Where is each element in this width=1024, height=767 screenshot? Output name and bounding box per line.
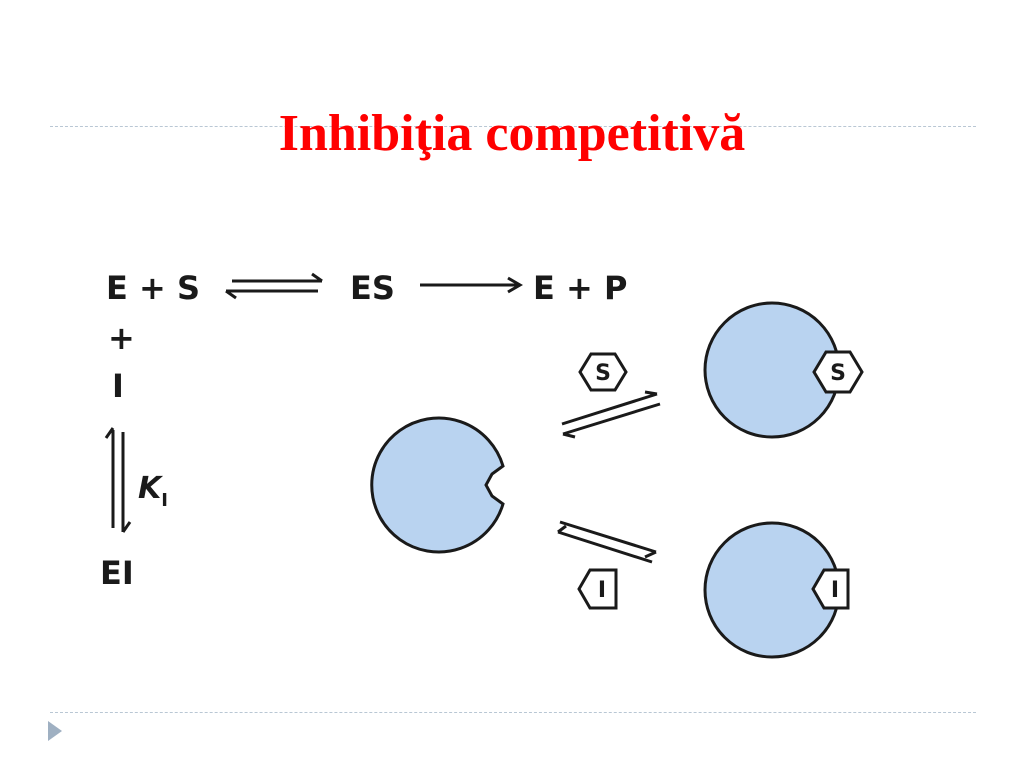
- free-substrate-label: S: [595, 361, 611, 386]
- top-divider: [50, 126, 976, 127]
- free-enzyme-shape: [370, 416, 505, 554]
- bound-inhibitor-shape-icon: [811, 568, 850, 610]
- next-slide-arrow-icon[interactable]: [48, 721, 62, 741]
- equilibrium-arrow-upper: [561, 390, 661, 439]
- equilibrium-arrow-lower: [557, 520, 657, 564]
- eq-right-label: E + P: [533, 269, 627, 307]
- inhibitor-label: I: [112, 367, 124, 405]
- equilibrium-arrow-es: [225, 272, 323, 300]
- free-inhibitor: I: [577, 568, 618, 610]
- plus-sign: +: [108, 319, 135, 357]
- bound-substrate-label: S: [830, 361, 846, 386]
- inhibitor-shape-icon: [577, 568, 618, 610]
- bound-inhibitor-label: I: [831, 578, 839, 603]
- free-substrate: S: [578, 352, 628, 392]
- forward-arrow-ep: [420, 276, 523, 294]
- substrate-hexagon-icon: [578, 352, 628, 392]
- slide-title: Inhibiţia competitivă: [278, 105, 746, 162]
- free-inhibitor-label: I: [598, 578, 606, 603]
- eq-mid-label: ES: [350, 269, 395, 307]
- eq-left-label: E + S: [106, 269, 200, 307]
- ei-complex: I: [703, 521, 850, 659]
- es-complex: S: [703, 301, 864, 439]
- bottom-divider: [50, 712, 976, 713]
- equilibrium-arrow-ei: [104, 427, 132, 533]
- bound-substrate-hexagon-icon: [812, 350, 864, 394]
- ki-constant-label: KI: [138, 471, 168, 511]
- ei-complex-label: EI: [100, 554, 134, 592]
